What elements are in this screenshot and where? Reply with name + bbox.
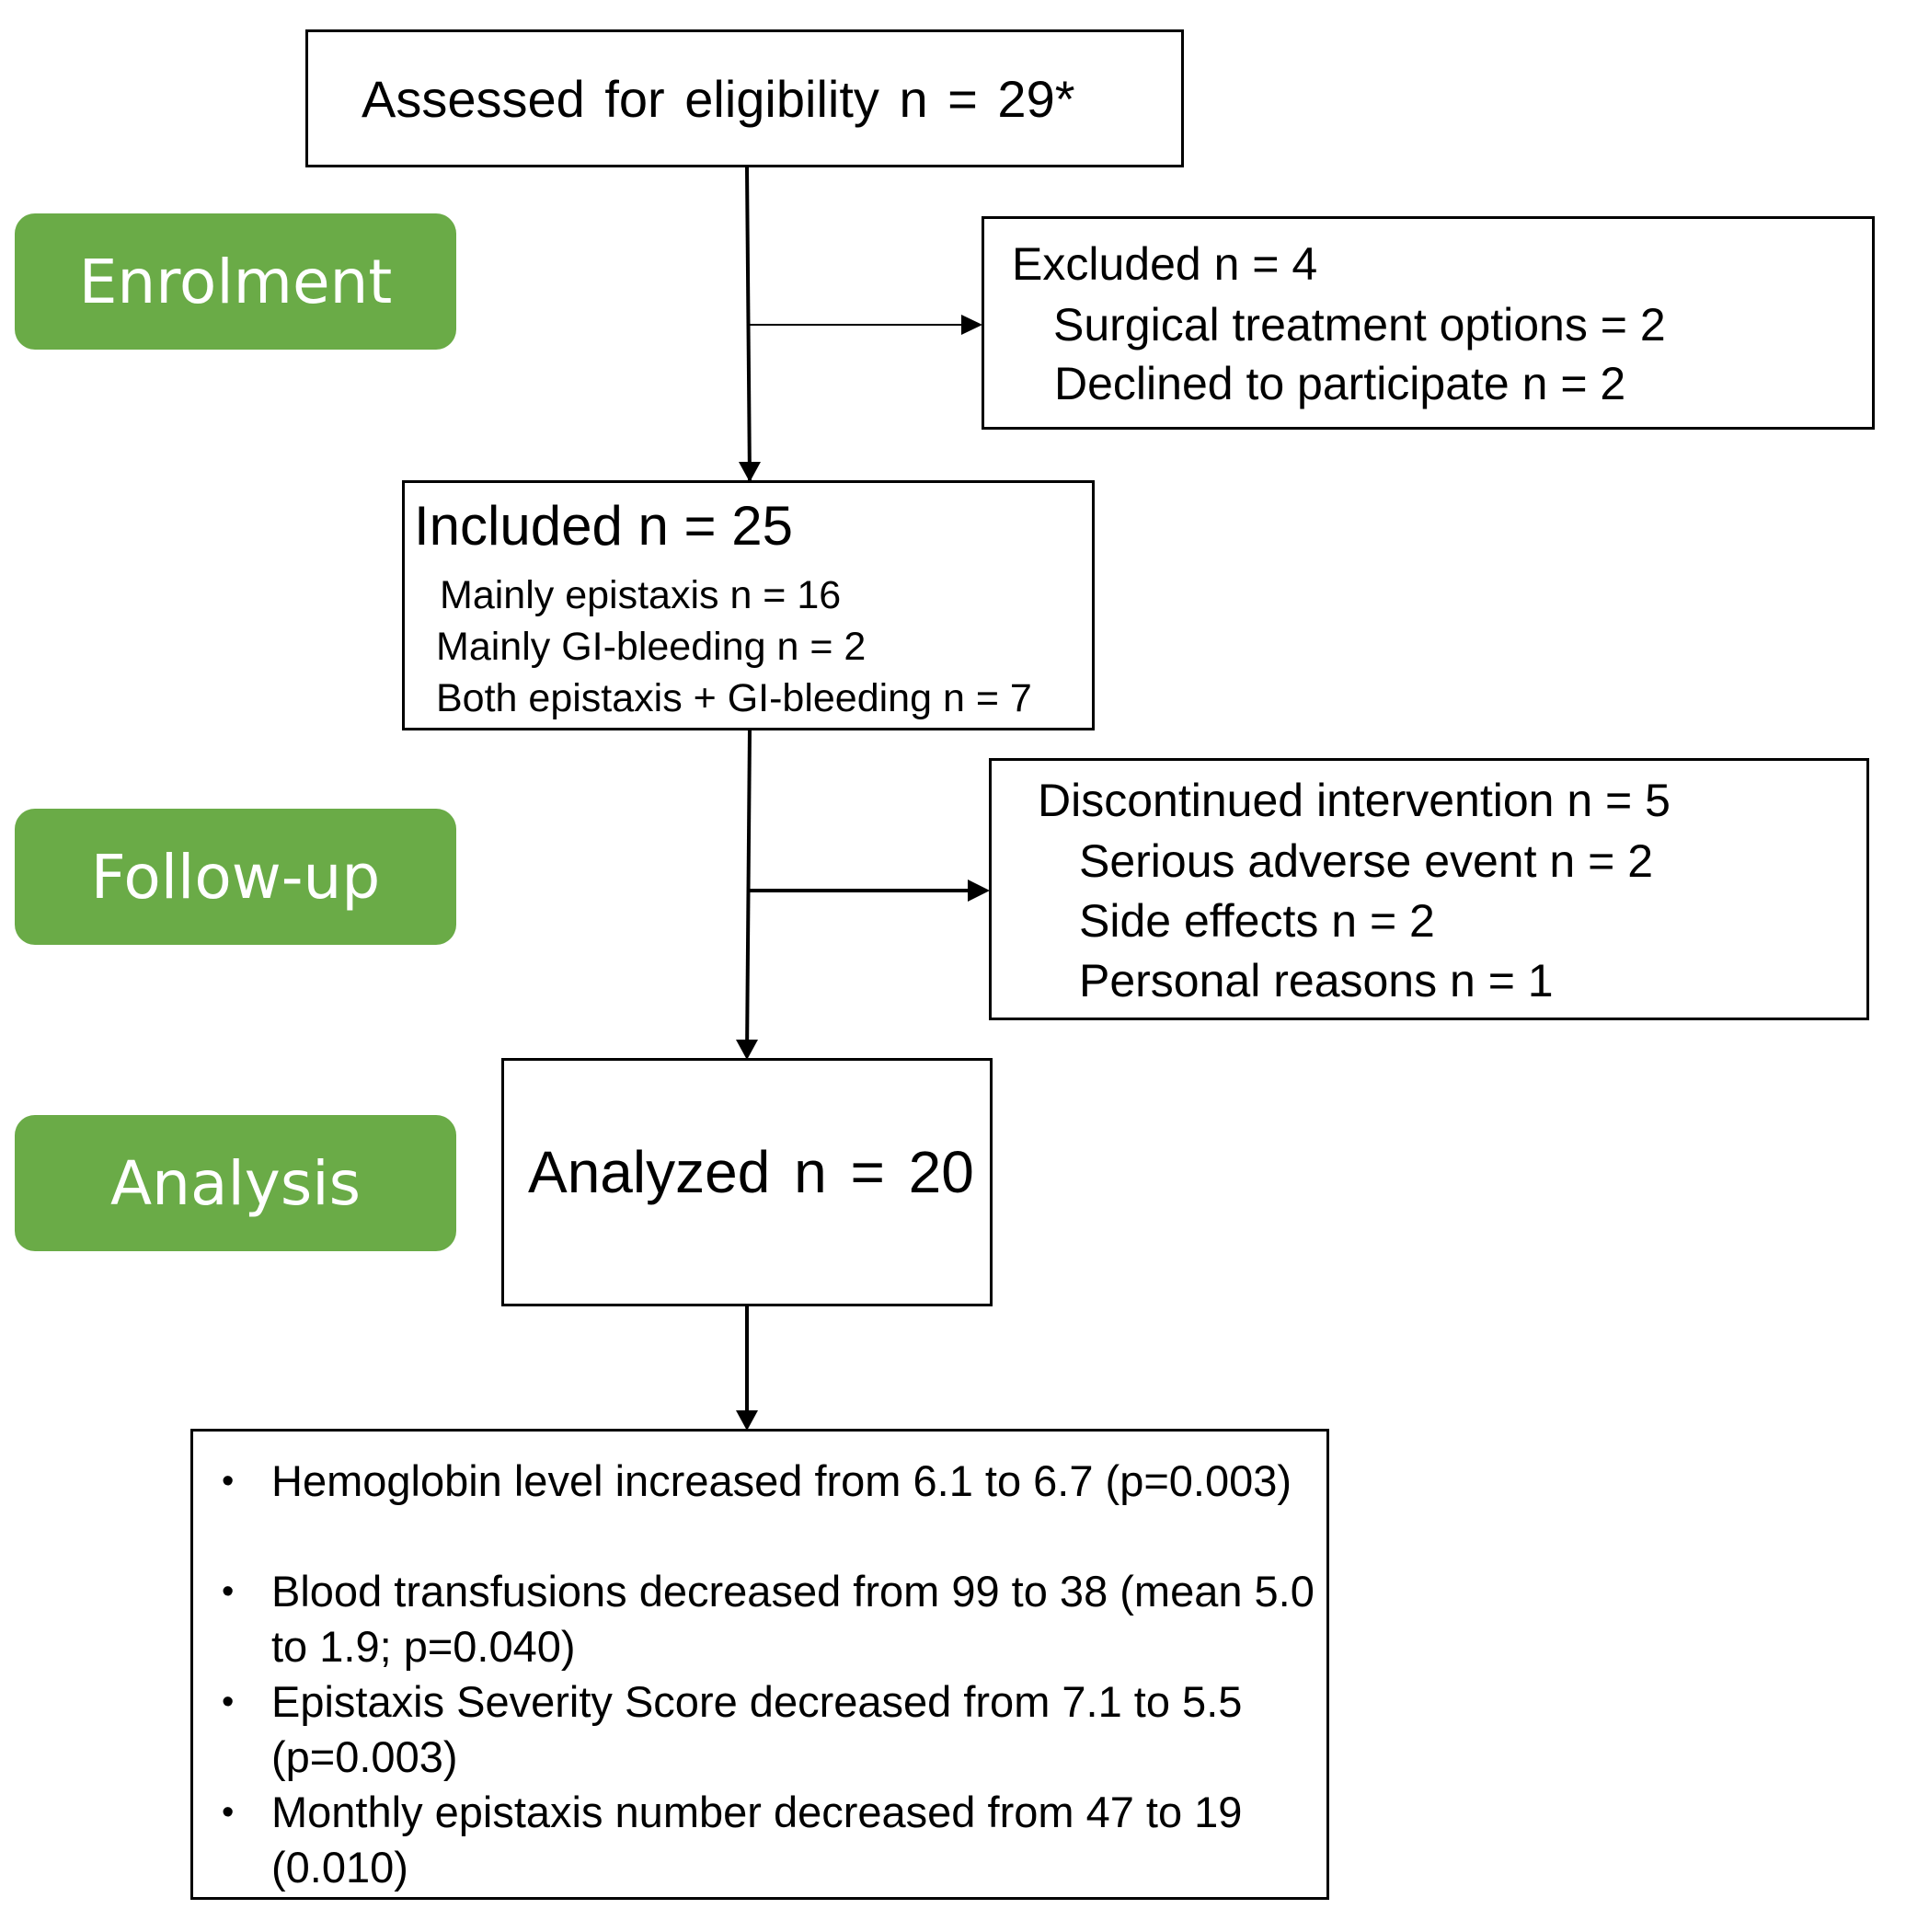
- outcomes-box: Hemoglobin level increased from 6.1 to 6…: [190, 1429, 1329, 1900]
- outcome-item: Hemoglobin level increased from 6.1 to 6…: [222, 1454, 1320, 1509]
- included-item: Mainly GI-bleeding n = 2: [436, 625, 867, 669]
- analyzed-text: Analyzed n = 20: [528, 1139, 974, 1205]
- discontinued-item: Serious adverse event n = 2: [1079, 835, 1653, 887]
- stage-enrolment: Enrolment: [15, 213, 456, 350]
- outcome-item: Monthly epistaxis number decreased from …: [222, 1785, 1320, 1895]
- included-box: Included n = 25 Mainly epistaxis n = 16 …: [402, 480, 1095, 730]
- excluded-box: Excluded n = 4 Surgical treatment option…: [982, 216, 1875, 430]
- included-item: Both epistaxis + GI-bleeding n = 7: [436, 676, 1032, 720]
- discontinued-title: Discontinued intervention n = 5: [1038, 775, 1671, 826]
- excluded-item: Surgical treatment options = 2: [1053, 299, 1666, 351]
- analyzed-box: Analyzed n = 20: [501, 1058, 993, 1306]
- excluded-item: Declined to participate n = 2: [1054, 358, 1626, 409]
- discontinued-item: Personal reasons n = 1: [1079, 955, 1554, 1006]
- stage-follow-up: Follow-up: [15, 809, 456, 945]
- stage-enrolment-label: Enrolment: [78, 246, 393, 317]
- excluded-title: Excluded n = 4: [1012, 238, 1318, 290]
- stage-analysis: Analysis: [15, 1115, 456, 1251]
- outcome-item: Epistaxis Severity Score decreased from …: [222, 1674, 1320, 1785]
- arrow-assessed-to-included: [745, 167, 752, 481]
- discontinued-item: Side effects n = 2: [1079, 895, 1435, 947]
- included-item: Mainly epistaxis n = 16: [440, 573, 842, 617]
- included-title: Included n = 25: [414, 495, 794, 557]
- assessed-text: Assessed for eligibility n = 29*: [362, 70, 1075, 128]
- assessed-box: Assessed for eligibility n = 29*: [305, 29, 1184, 167]
- outcome-item: Blood transfusions decreased from 99 to …: [222, 1564, 1320, 1674]
- discontinued-box: Discontinued intervention n = 5 Serious …: [989, 758, 1869, 1020]
- stage-analysis-label: Analysis: [110, 1147, 361, 1219]
- stage-follow-up-label: Follow-up: [90, 841, 381, 913]
